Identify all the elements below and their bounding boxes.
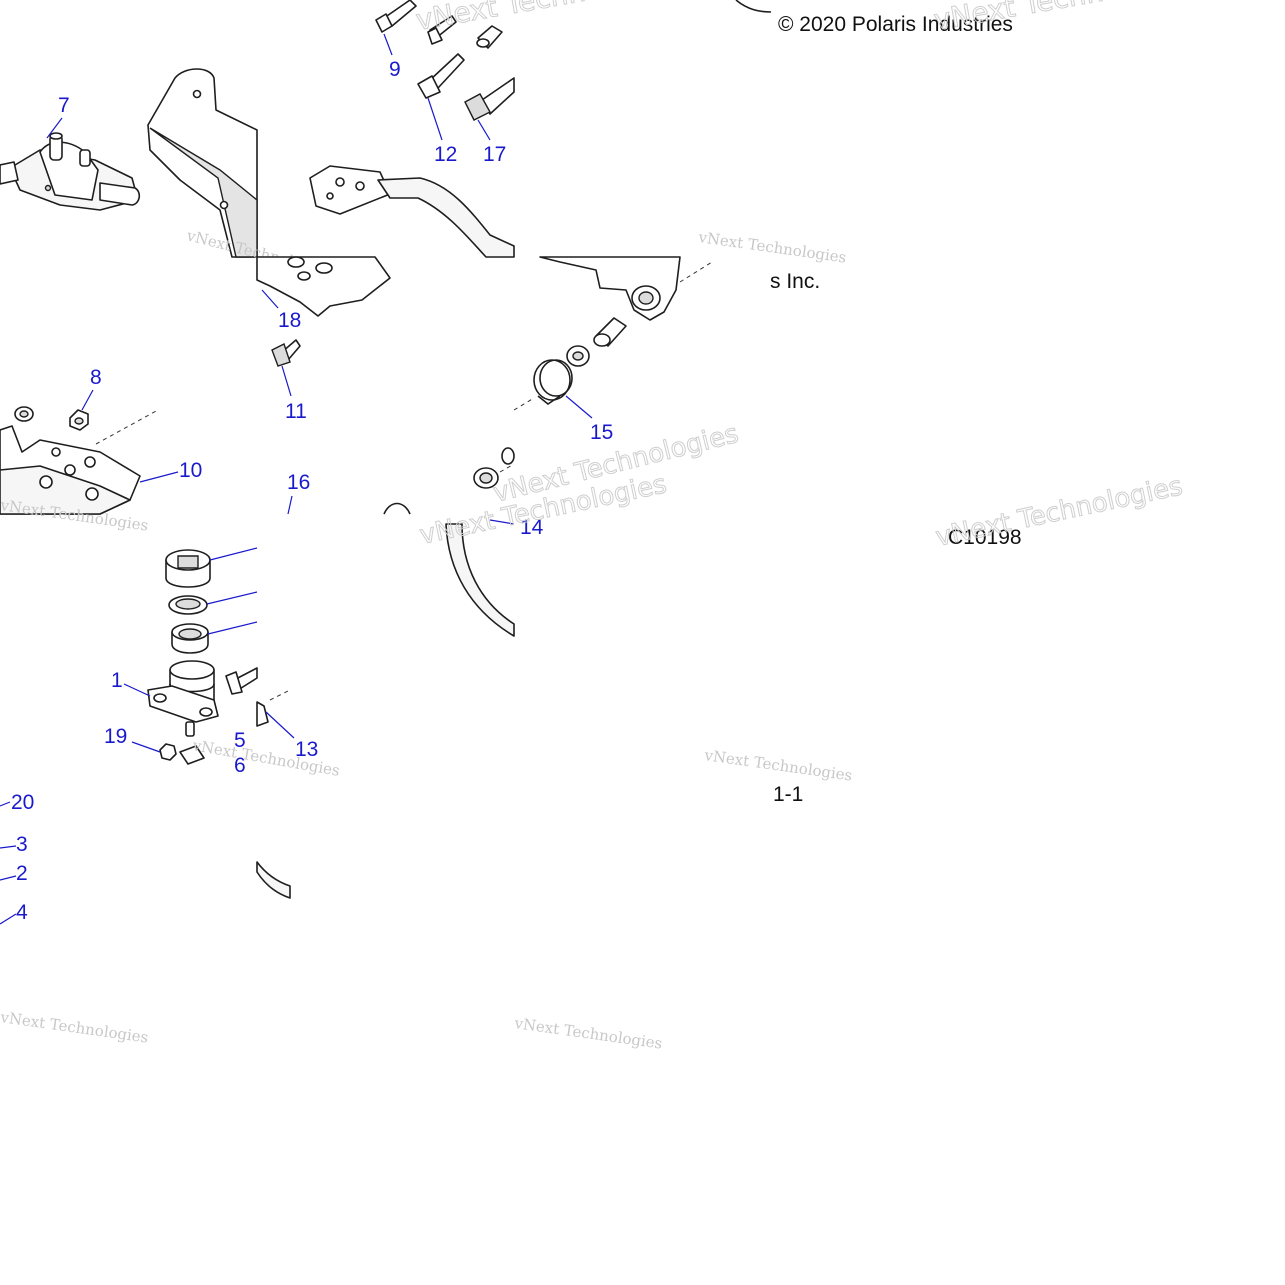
copyright-text: © 2020 Polaris Industries	[778, 13, 1013, 36]
callout-11: 11	[285, 400, 307, 423]
callout-3: 3	[16, 833, 28, 856]
bushing-14-part	[473, 447, 515, 489]
reservoir-cap-part	[165, 549, 211, 588]
tile-company: s Inc.	[770, 270, 820, 293]
watermark-large: vNext Technologies	[413, 0, 685, 37]
tile-copyright: © 2020 Polaris Industries vNext Technolo…	[778, 0, 1204, 37]
tile-page-number: vNext Technologies 1-1	[702, 746, 853, 806]
callout-4: 4	[16, 901, 28, 924]
bolt-17-part	[464, 77, 515, 121]
callout-18: 18	[278, 309, 301, 332]
diaphragm-part	[171, 623, 209, 654]
callout-2: 2	[16, 862, 28, 885]
bolt-12-part	[417, 53, 465, 99]
callout-5: 5	[234, 729, 246, 752]
tile-pedal-return: 14 13 vNext Technologies	[256, 469, 670, 761]
callout-19: 19	[104, 725, 127, 748]
watermark: vNext Technologies	[0, 1008, 150, 1047]
watermark: vNext Technologies	[696, 228, 847, 267]
pedal-pivot-part	[539, 256, 681, 321]
mount-plate-part	[0, 425, 141, 515]
callout-6: 6	[234, 754, 246, 777]
tile-mount-plate: 8 10 vNext Technologies	[0, 366, 202, 535]
washer-part	[566, 345, 590, 367]
tile-lower-callouts: 20 3 2 4 vNext Technologies	[0, 791, 150, 1047]
callout-1: 1	[111, 669, 123, 692]
callout-17: 17	[483, 143, 506, 166]
callout-15: 15	[590, 421, 613, 444]
brake-pedal-part	[309, 165, 515, 258]
sleeve-part	[593, 317, 627, 347]
tile-blank-top	[735, 0, 772, 13]
washer-part	[14, 406, 34, 422]
reservoir-part	[147, 660, 219, 737]
nut-19-part	[159, 743, 177, 761]
bolt-9-part	[375, 0, 417, 33]
callout-8: 8	[90, 366, 102, 389]
callout-14: 14	[520, 516, 544, 539]
callout-12: 12	[434, 143, 457, 166]
watermark: vNext Technologies	[190, 736, 341, 780]
nut-8-part	[69, 409, 89, 431]
screw-part	[225, 667, 258, 695]
tile-illustration-code: C10198 vNext Technologies	[933, 471, 1186, 554]
bracket-part	[147, 68, 258, 258]
callout-9: 9	[389, 58, 401, 81]
bolt-11-part	[271, 339, 301, 367]
clamp-part	[179, 745, 205, 765]
callout-20: 20	[11, 791, 34, 814]
callout-10: 10	[179, 459, 202, 482]
watermark-large: vNext Technologies	[933, 471, 1185, 553]
watermark: vNext Technologies	[702, 746, 853, 785]
tile-blank-bottom: vNext Technologies	[512, 1014, 663, 1053]
diaphragm-plate-part	[168, 595, 208, 615]
master-cylinder-part	[0, 132, 141, 211]
watermark: vNext Technologies	[512, 1014, 663, 1053]
copyright-tail: s Inc.	[770, 270, 820, 293]
tile-pedal-tail	[256, 861, 291, 899]
spring-15-part	[533, 359, 573, 405]
nut-13-part	[256, 701, 269, 727]
callout-7: 7	[58, 94, 70, 117]
page-number: 1-1	[773, 783, 803, 806]
illustration-code: C10198	[948, 526, 1022, 549]
callout-16: 16	[287, 471, 310, 494]
tile-pedal: 9 12 17 vNext Technologies	[309, 0, 686, 258]
tile-master-cylinder: 7 vNext Technologies	[0, 68, 334, 280]
tile-pivot-spring: 15 vNext Technologies	[513, 228, 848, 444]
callout-13: 13	[295, 738, 318, 761]
